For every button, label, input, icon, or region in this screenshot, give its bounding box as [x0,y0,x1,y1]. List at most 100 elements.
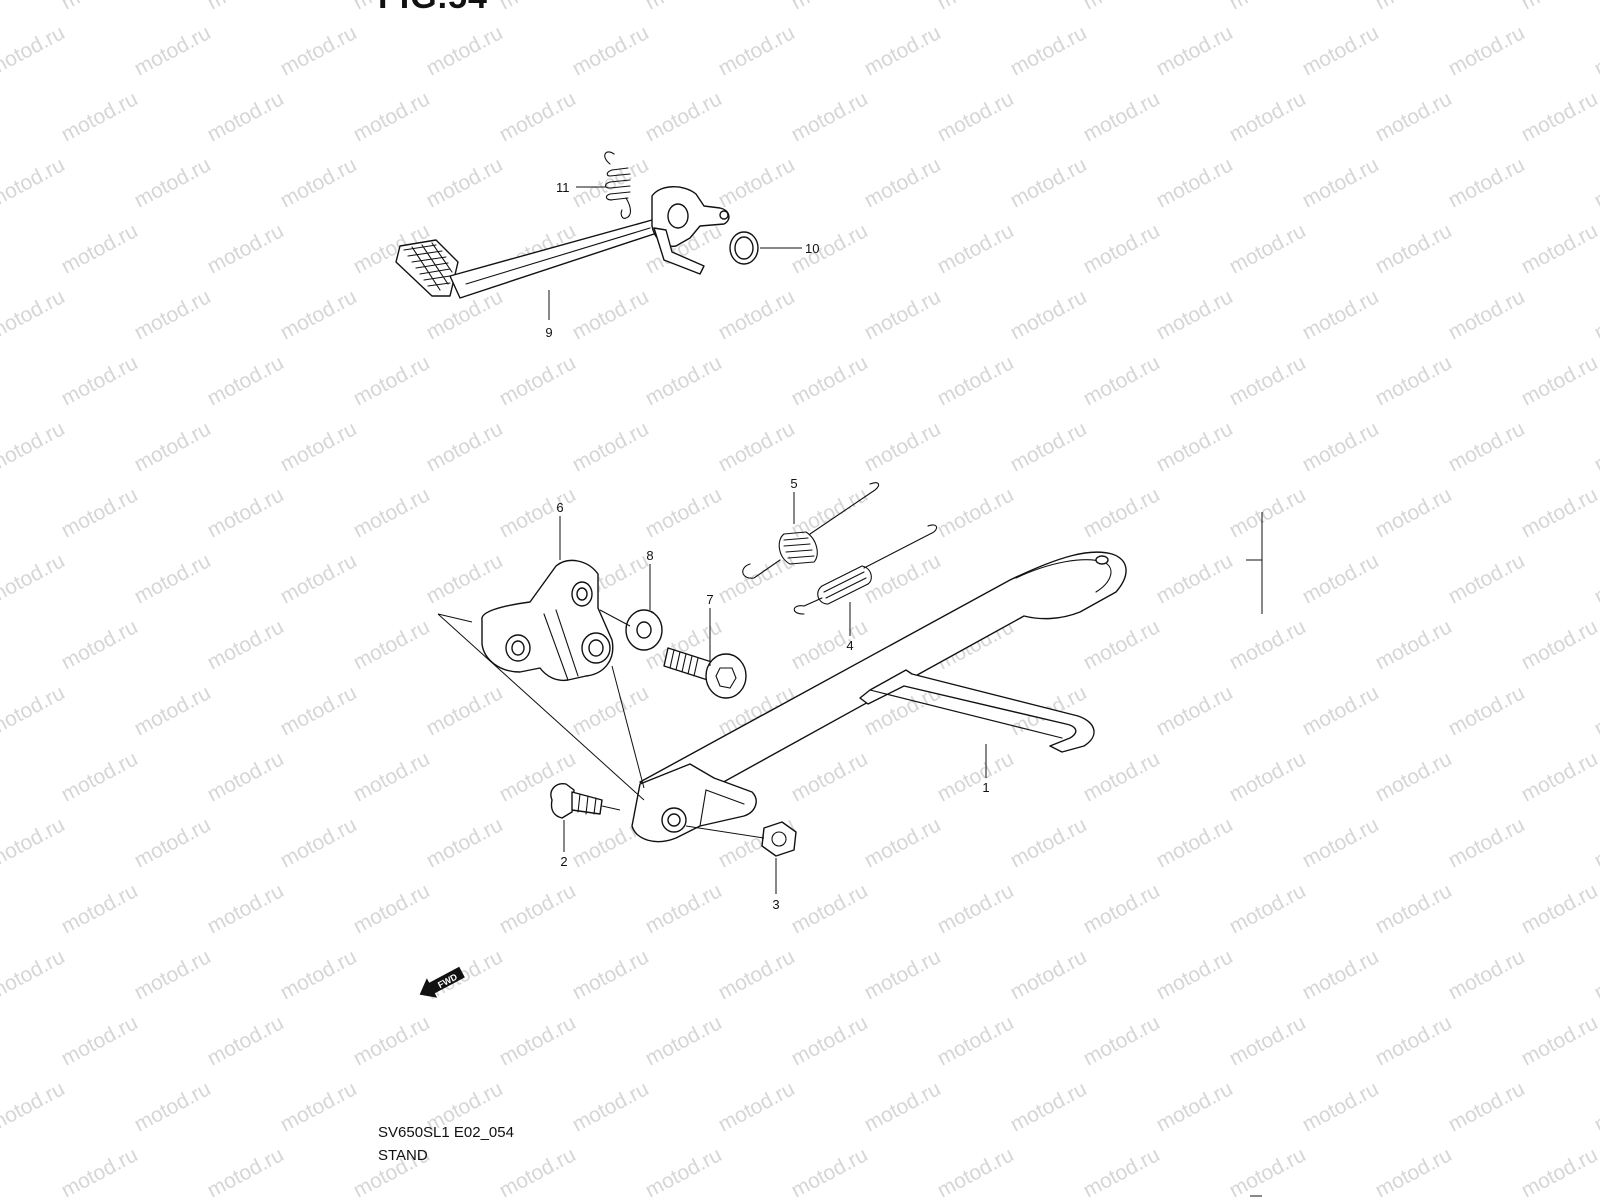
washer-part-10[interactable] [729,231,759,265]
watermark-text: motod.ru [1153,945,1237,1004]
watermark-text: motod.ru [1445,21,1529,80]
watermark-text: motod.ru [423,417,507,476]
watermark-text: motod.ru [1445,417,1529,476]
watermark-text: motod.ru [642,87,726,146]
watermark-text: motod.ru [0,1077,69,1136]
watermark-text: motod.ru [496,879,580,938]
watermark-text: motod.ru [1299,1077,1383,1136]
watermark-text: motod.ru [277,813,361,872]
watermark-text: motod.ru [1518,351,1600,410]
watermark-text: motod.ru [1372,879,1456,938]
watermark-text: motod.ru [204,747,288,806]
callout-10: 10 [805,241,819,256]
callout-8: 8 [646,548,653,563]
watermark-text: motod.ru [1299,681,1383,740]
watermark-text: motod.ru [1591,21,1600,80]
watermark-text: motod.ru [350,879,434,938]
watermark-text: motod.ru [1372,483,1456,542]
watermark-text: motod.ru [642,483,726,542]
side-stand-part-1[interactable] [631,551,1127,843]
side-reference-line [1246,512,1263,614]
watermark-text: motod.ru [1080,483,1164,542]
watermark-text: motod.ru [1080,0,1164,14]
watermark-text: motod.ru [1080,351,1164,410]
watermark-text: motod.ru [861,21,945,80]
watermark-text: motod.ru [204,351,288,410]
watermark-text: motod.ru [350,483,434,542]
watermark-text: motod.ru [1372,87,1456,146]
pedal-lever-part-9[interactable] [395,186,730,299]
watermark-text: motod.ru [1226,87,1310,146]
watermark-text: motod.ru [715,417,799,476]
watermark-text: motod.ru [1372,1011,1456,1070]
watermark-text: motod.ru [1007,21,1091,80]
watermark-text: motod.ru [1299,285,1383,344]
watermark-text: motod.ru [569,285,653,344]
spring-part-11[interactable] [604,151,632,219]
watermark-text: motod.ru [277,417,361,476]
watermark-text: motod.ru [58,483,142,542]
watermark-text: motod.ru [861,945,945,1004]
nut-part-3[interactable] [761,821,797,857]
watermark-text: motod.ru [861,813,945,872]
spring-part-4[interactable] [793,524,938,615]
watermark-text: motod.ru [1153,681,1237,740]
watermark-text: motod.ru [0,153,69,212]
watermark-text: motod.ru [204,87,288,146]
watermark-text: motod.ru [1153,21,1237,80]
watermark-text: motod.ru [277,1077,361,1136]
watermark-text: motod.ru [350,87,434,146]
watermark-text: motod.ru [1299,549,1383,608]
watermark-text: motod.ru [1445,549,1529,608]
watermark-text: motod.ru [569,681,653,740]
bracket-part-6[interactable] [481,559,614,682]
watermark-text: motod.ru [934,1011,1018,1070]
bolt-part-7[interactable] [663,647,747,699]
watermark-text: motod.ru [131,945,215,1004]
watermark-text: motod.ru [569,1077,653,1136]
watermark-text: motod.ru [1372,1143,1456,1200]
watermark-text: motod.ru [1153,813,1237,872]
model-code: SV650SL1 E02_054 [378,1124,514,1141]
watermark-text: motod.ru [788,219,872,278]
watermark-text: motod.ru [0,945,69,1004]
watermark-text: motod.ru [934,0,1018,14]
watermark-text: motod.ru [131,813,215,872]
watermark-text: motod.ru [1445,153,1529,212]
watermark-text: motod.ru [1007,813,1091,872]
watermark-text: motod.ru [1372,747,1456,806]
spring-part-5[interactable] [742,482,880,579]
watermark-text: motod.ru [1080,615,1164,674]
watermark-text: motod.ru [1226,219,1310,278]
watermark-text: motod.ru [1518,0,1600,14]
watermark-text: motod.ru [1007,285,1091,344]
bolt-part-2[interactable] [550,783,603,819]
assembly-line-b [611,665,645,789]
watermark-text: motod.ru [496,483,580,542]
watermark-text: motod.ru [1518,747,1600,806]
watermark-text: motod.ru [788,879,872,938]
assembly-line-c [599,609,631,627]
watermark-text: motod.ru [131,153,215,212]
watermark-text: motod.ru [788,1011,872,1070]
watermark-text: motod.ru [642,879,726,938]
watermark-text: motod.ru [1153,153,1237,212]
watermark-text: motod.ru [1372,219,1456,278]
watermark-text: motod.ru [1518,615,1600,674]
watermark-text: motod.ru [934,747,1018,806]
watermark-text: motod.ru [350,747,434,806]
washer-part-8[interactable] [625,609,663,651]
watermark-text: motod.ru [1153,285,1237,344]
watermark-text: motod.ru [1080,1011,1164,1070]
watermark-text: motod.ru [1226,615,1310,674]
watermark-text: motod.ru [1080,219,1164,278]
watermark-text: motod.ru [715,21,799,80]
watermark-text: motod.ru [1080,87,1164,146]
watermark-text: motod.ru [642,0,726,14]
watermark-text: motod.ru [642,1011,726,1070]
watermark-text: motod.ru [934,219,1018,278]
watermark-text: motod.ru [496,1011,580,1070]
watermark-text: motod.ru [58,879,142,938]
watermark-text: motod.ru [0,21,69,80]
